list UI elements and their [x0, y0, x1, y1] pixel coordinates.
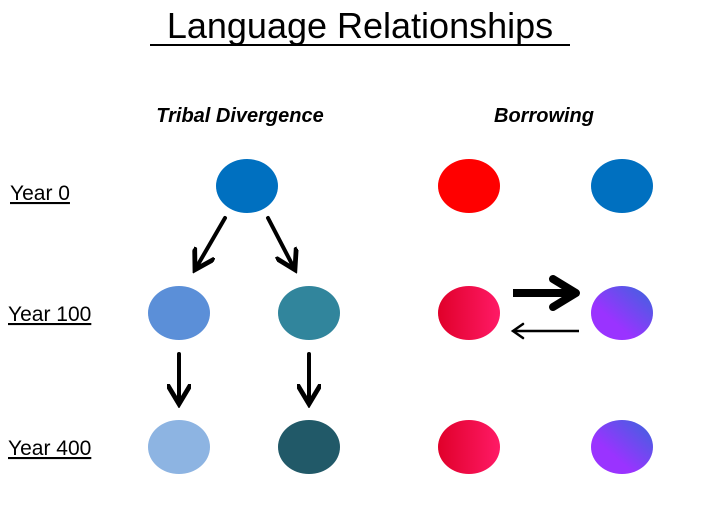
root-language-node: [216, 159, 278, 213]
year-0-label: Year 0: [10, 182, 70, 205]
purple-language-year-100-node: [591, 286, 653, 340]
purple-language-year-400-node: [591, 420, 653, 474]
arrow-root-to-a: [196, 216, 227, 268]
language-a-year-100-node: [148, 286, 210, 340]
divergence-tree: [148, 159, 340, 474]
language-a-year-400-node: [148, 420, 210, 474]
red-language-year-0-node: [438, 159, 500, 213]
language-b-year-400-node: [278, 420, 340, 474]
diagram-title: Language Relationships: [167, 5, 553, 46]
weak-borrowing-arrow: [510, 322, 579, 340]
year-100-label: Year 100: [8, 303, 91, 326]
language-b-year-100-node: [278, 286, 340, 340]
blue-language-year-0-node: [591, 159, 653, 213]
year-400-label: Year 400: [8, 437, 91, 460]
header-borrowing: Borrowing: [494, 105, 594, 127]
red-language-year-400-node: [438, 420, 500, 474]
strong-borrowing-arrow: [513, 275, 580, 311]
year-labels: Year 0 Year 100 Year 400: [8, 182, 91, 460]
red-language-year-100-node: [438, 286, 500, 340]
header-tribal-divergence: Tribal Divergence: [156, 105, 323, 127]
arrow-root-to-b: [266, 216, 294, 268]
borrowing-pairs: [438, 159, 653, 474]
